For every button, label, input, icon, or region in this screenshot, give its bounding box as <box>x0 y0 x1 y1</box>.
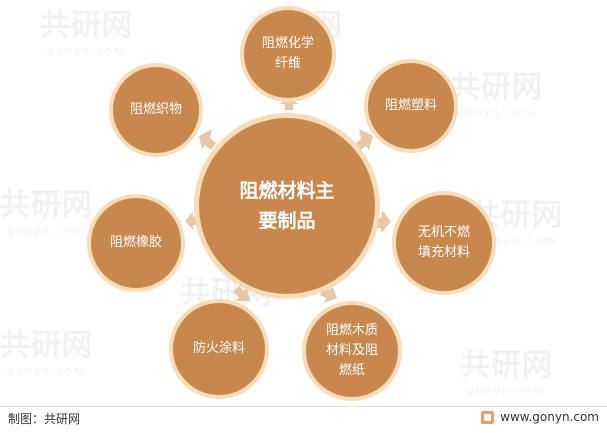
node-label-line: 阻燃化学 <box>261 36 314 51</box>
node-fire-coating: 防火涂料 <box>173 303 265 395</box>
center-label-line1: 阻燃材料主 <box>239 180 335 202</box>
node-label-line: 填充材料 <box>417 245 470 260</box>
node-label-line: 防火涂料 <box>192 341 245 356</box>
footer-divider <box>0 406 607 407</box>
center-node: 阻燃材料主 要制品 <box>199 118 375 294</box>
arrow-to-fire-coating <box>233 286 250 301</box>
gonyn-logo-icon <box>481 410 495 424</box>
node-wood-paper: 阻燃木质 材料及阻 燃纸 <box>306 305 398 397</box>
node-label-line: 纤维 <box>274 56 301 71</box>
node-rubber: 阻燃橡胶 <box>91 198 181 288</box>
arrow-to-rubber <box>185 212 199 230</box>
node-label-line: 无机不燃 <box>417 225 470 240</box>
node-label-line: 阻燃木质 <box>325 323 378 338</box>
node-label-line: 燃纸 <box>338 363 365 378</box>
website-url: www.gonyn.com <box>500 410 599 424</box>
arrow-to-plastic <box>355 129 373 151</box>
center-label-line2: 要制品 <box>258 210 316 232</box>
node-chem-fiber: 阻燃化学 纤维 <box>244 10 332 98</box>
source-label: 制图：共研网 <box>8 412 81 426</box>
node-fabric: 阻燃织物 <box>113 67 199 153</box>
node-plastic: 阻燃塑料 <box>368 63 454 149</box>
node-label-line: 阻燃织物 <box>129 102 182 117</box>
arrow-to-fabric <box>199 129 216 150</box>
node-label-line: 阻燃塑料 <box>384 98 437 113</box>
arrow-to-chem-fiber <box>280 96 298 110</box>
arrow-to-inorganic-filler <box>375 210 391 233</box>
node-label-line: 阻燃橡胶 <box>109 235 162 250</box>
arrow-to-wood-paper <box>320 285 337 303</box>
node-inorganic-filler: 无机不燃 填充材料 <box>396 195 492 291</box>
website-credit: www.gonyn.com <box>481 410 599 424</box>
node-label-line: 材料及阻 <box>325 343 378 358</box>
